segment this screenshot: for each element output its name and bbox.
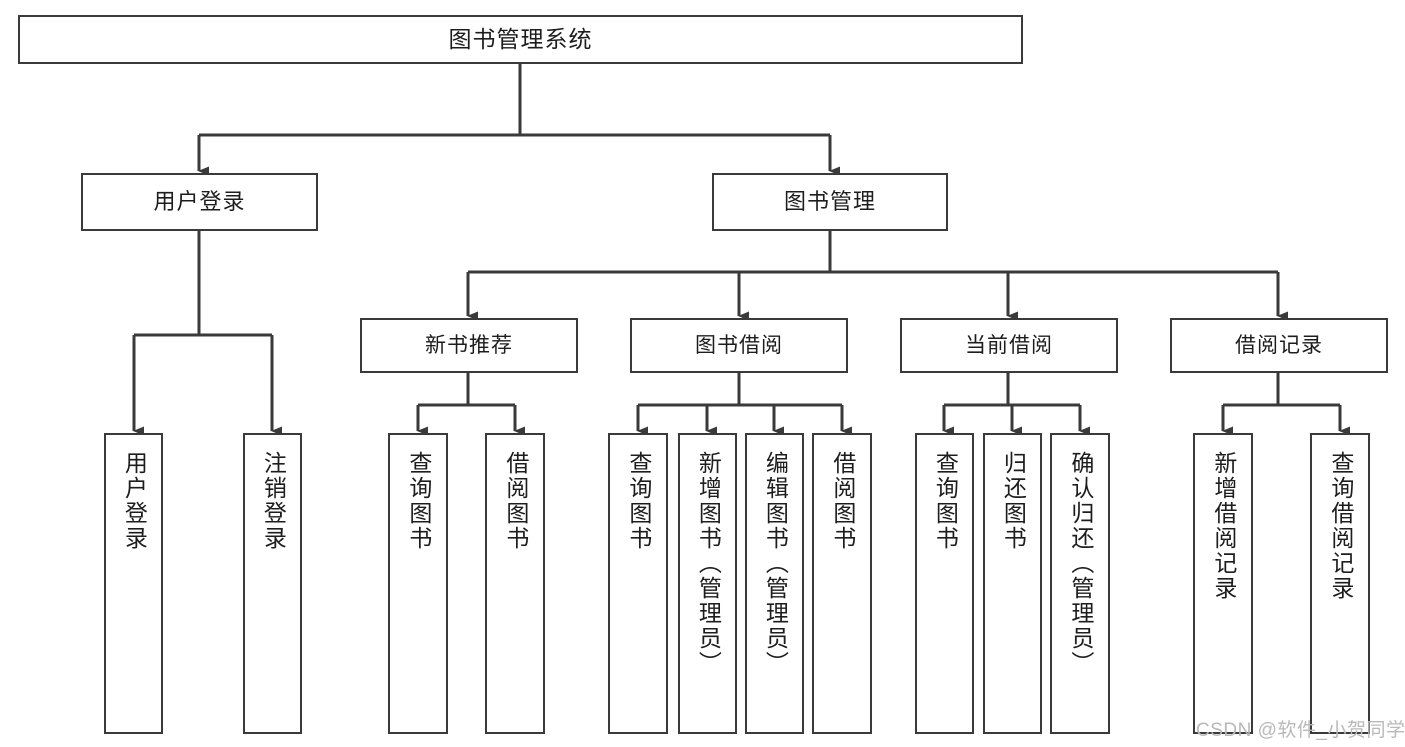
node-book-borrow[interactable]: 图书借阅 (630, 318, 848, 373)
node-new-book-recommend-label: 新书推荐 (425, 333, 513, 357)
node-leaf-user-logout[interactable]: 注销登录 (243, 433, 302, 734)
node-leaf-query-book-3[interactable]: 查询图书 (915, 433, 974, 734)
node-leaf-add-borrow-record-label: 新增借阅记录 (1210, 451, 1237, 601)
node-current-borrow-label: 当前借阅 (965, 333, 1053, 357)
node-user-login[interactable]: 用户登录 (81, 173, 318, 231)
node-leaf-borrow-book-1-label: 借阅图书 (502, 451, 529, 551)
node-leaf-confirm-return-label: 确认归还（管理员） (1067, 451, 1094, 676)
node-leaf-query-book-1-label: 查询图书 (405, 451, 432, 551)
node-book-manage[interactable]: 图书管理 (712, 173, 948, 231)
node-book-borrow-label: 图书借阅 (695, 333, 783, 357)
node-leaf-add-book-label: 新增图书（管理员） (695, 451, 722, 676)
node-leaf-query-borrow-record[interactable]: 查询借阅记录 (1310, 433, 1370, 734)
node-leaf-query-book-2[interactable]: 查询图书 (608, 433, 668, 734)
node-current-borrow[interactable]: 当前借阅 (900, 318, 1118, 373)
node-root-system[interactable]: 图书管理系统 (18, 15, 1023, 64)
node-borrow-record[interactable]: 借阅记录 (1170, 318, 1388, 373)
node-leaf-borrow-book-2[interactable]: 借阅图书 (812, 433, 872, 734)
node-leaf-query-book-1[interactable]: 查询图书 (388, 433, 448, 734)
node-root-system-label: 图书管理系统 (448, 25, 593, 52)
node-leaf-borrow-book-2-label: 借阅图书 (829, 451, 856, 551)
node-leaf-return-book[interactable]: 归还图书 (983, 433, 1042, 734)
node-leaf-query-book-3-label: 查询图书 (932, 451, 959, 551)
node-leaf-borrow-book-1[interactable]: 借阅图书 (485, 433, 545, 734)
connectors-group (132, 64, 1350, 436)
node-leaf-query-borrow-record-label: 查询借阅记录 (1327, 451, 1354, 601)
node-leaf-user-login[interactable]: 用户登录 (104, 433, 163, 734)
node-leaf-return-book-label: 归还图书 (1000, 451, 1027, 551)
node-leaf-add-borrow-record[interactable]: 新增借阅记录 (1193, 433, 1253, 734)
node-leaf-edit-book-label: 编辑图书（管理员） (762, 451, 789, 676)
node-leaf-edit-book[interactable]: 编辑图书（管理员） (745, 433, 804, 734)
node-leaf-confirm-return[interactable]: 确认归还（管理员） (1050, 433, 1110, 734)
node-leaf-add-book[interactable]: 新增图书（管理员） (678, 433, 737, 734)
node-borrow-record-label: 借阅记录 (1235, 333, 1323, 357)
node-new-book-recommend[interactable]: 新书推荐 (360, 318, 578, 373)
node-user-login-label: 用户登录 (153, 188, 246, 214)
node-leaf-user-login-label: 用户登录 (121, 451, 148, 551)
node-leaf-user-logout-label: 注销登录 (260, 451, 287, 551)
node-leaf-query-book-2-label: 查询图书 (625, 451, 652, 551)
node-book-manage-label: 图书管理 (783, 188, 876, 214)
